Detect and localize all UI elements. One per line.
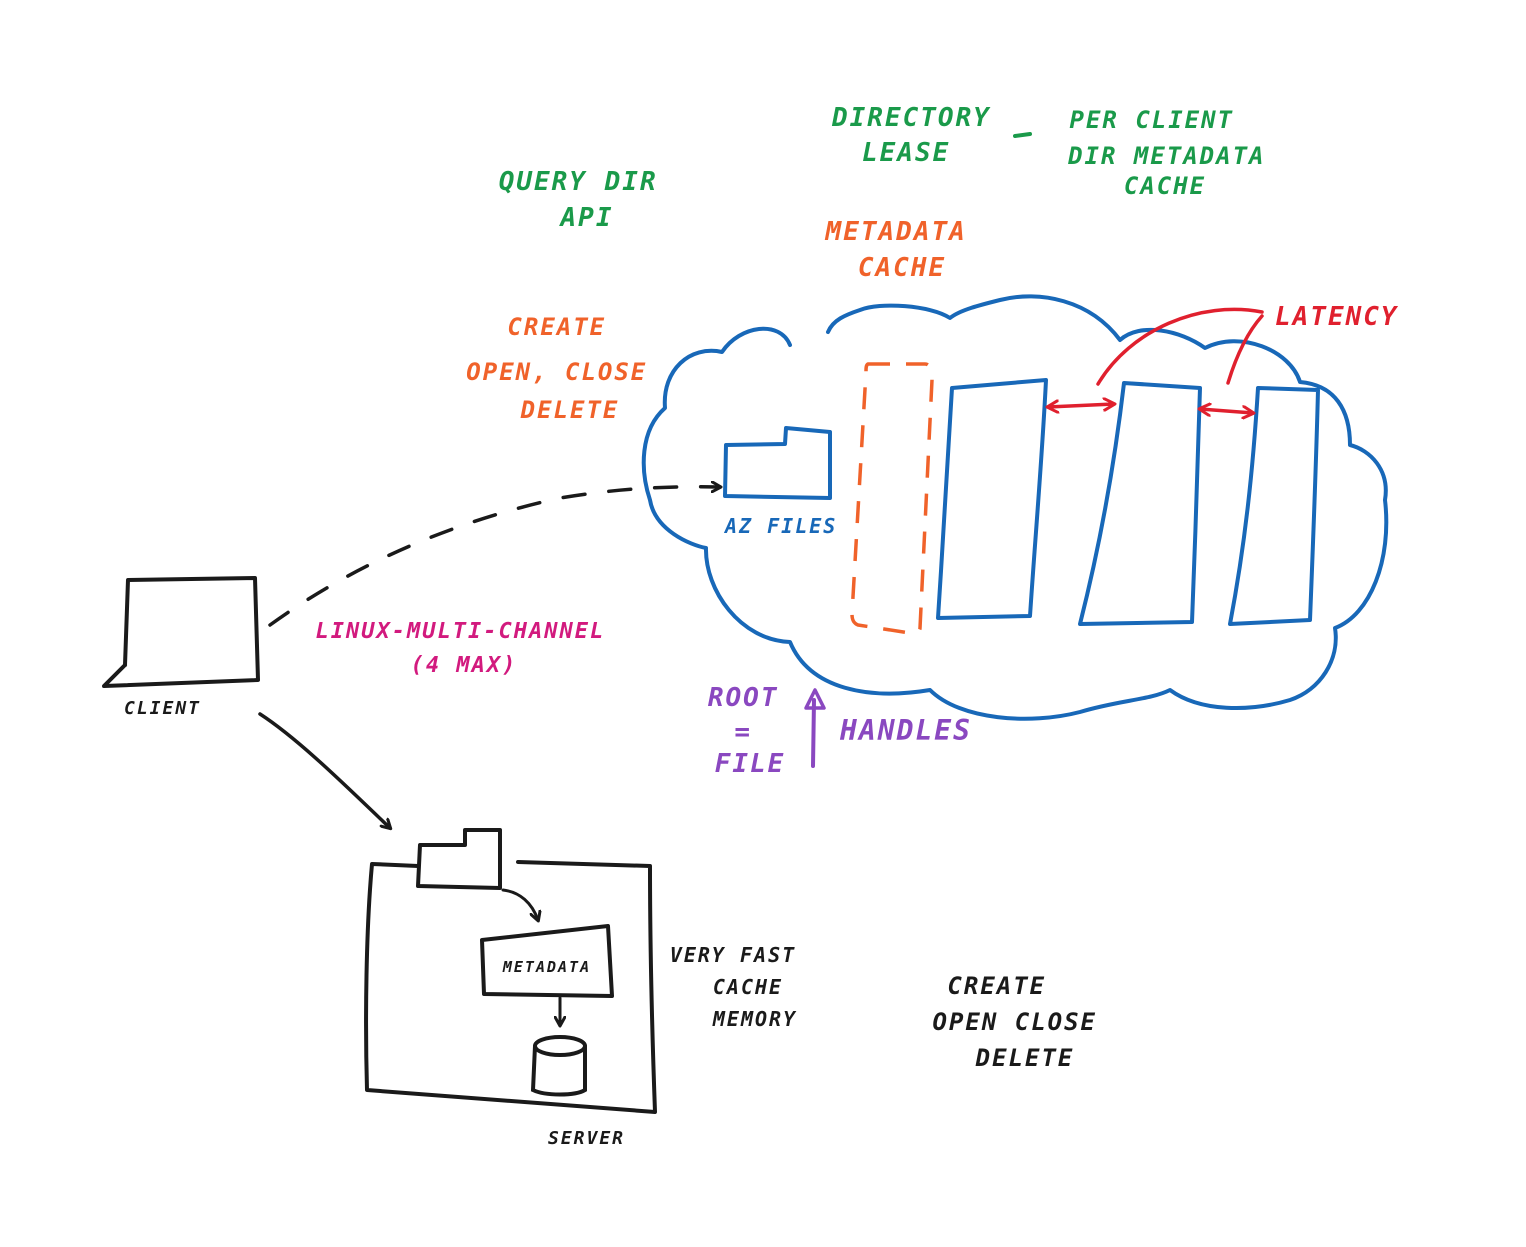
client-laptop-icon <box>102 576 260 688</box>
client-label: Client <box>124 698 201 719</box>
create-bottom-line-2: open close <box>933 1008 1098 1036</box>
per-client-line-3: cache <box>1124 172 1206 200</box>
very-fast-line-1: Very fast <box>670 943 796 967</box>
create-ops-cloud-label: Create open, close Delete <box>466 313 663 424</box>
lease-dash <box>1013 132 1032 138</box>
create-ops-line-3: Delete <box>520 396 620 424</box>
very-fast-line-2: cache <box>713 975 783 999</box>
create-ops-bottom-label: Create open close Delete <box>933 972 1114 1072</box>
latency-callout-line-1 <box>1096 307 1264 386</box>
storage-column-3 <box>1228 386 1320 626</box>
root-file-label: Root = File <box>708 683 796 779</box>
create-ops-line-2: open, close <box>466 358 647 386</box>
linux-multichannel-line-2: (4 max) <box>411 653 518 678</box>
cloud-outline <box>641 294 1389 721</box>
directory-lease-line-1: Directory <box>831 103 991 133</box>
directory-lease-label: Directory Lease <box>831 103 1009 168</box>
server-label: Server <box>548 1128 625 1149</box>
query-dir-line-1: Query dir <box>499 167 658 197</box>
server-metadata-label: Metadata <box>502 958 591 976</box>
handles-arrow-head <box>804 688 826 710</box>
linux-multichannel-label: Linux-multi-channel (4 max) <box>316 619 621 678</box>
linux-multichannel-line-1: Linux-multi-channel <box>316 619 606 644</box>
server-box <box>364 860 657 1114</box>
storage-column-2 <box>1078 381 1202 626</box>
metadata-cache-line-1: Metadata <box>825 217 967 247</box>
az-files-label: AZ Files <box>723 514 837 538</box>
directory-lease-line-2: Lease <box>862 138 950 168</box>
latency-label: Latency <box>1275 302 1399 332</box>
handles-up-arrow <box>811 698 816 768</box>
root-line-3: File <box>715 749 786 779</box>
root-line-1: Root <box>708 683 779 713</box>
metadata-cache-line-2: cache <box>858 253 946 283</box>
client-to-server-arrow <box>258 712 390 828</box>
create-bottom-line-1: Create <box>947 972 1046 1000</box>
server-metadata-box <box>480 924 614 998</box>
storage-column-1 <box>936 378 1048 620</box>
client-to-azfiles-dashed-arrow <box>268 487 720 627</box>
query-dir-line-2: API <box>559 203 614 233</box>
metadata-cache-label: Metadata cache <box>825 217 985 283</box>
database-cylinder-icon <box>530 1035 587 1097</box>
folder-to-metadata-arrow <box>501 888 538 920</box>
server-folder-icon <box>416 828 502 890</box>
per-client-line-1: Per client <box>1070 106 1235 134</box>
query-dir-api-label: Query dir API <box>499 167 676 233</box>
per-client-cache-label: Per client dir metadata cache <box>1067 106 1282 200</box>
latency-callout-line-2 <box>1226 314 1264 385</box>
very-fast-line-3: memory <box>712 1007 797 1031</box>
root-line-2: = <box>734 717 752 747</box>
very-fast-cache-label: Very fast cache memory <box>670 943 810 1031</box>
create-bottom-line-3: Delete <box>975 1044 1075 1072</box>
az-files-folder-icon <box>723 426 832 500</box>
latency-arrow-1 <box>1048 404 1114 407</box>
create-ops-line-1: Create <box>507 313 606 341</box>
metadata-cache-dashed-box <box>850 362 934 635</box>
handles-label: Handles <box>839 714 972 747</box>
latency-arrow-2 <box>1200 409 1253 413</box>
per-client-line-2: dir metadata <box>1067 142 1265 170</box>
